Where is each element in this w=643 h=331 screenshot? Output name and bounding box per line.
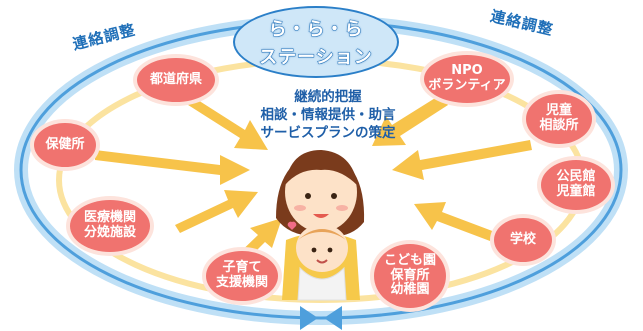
- org-community-hall: 公民館 児童館: [541, 160, 611, 210]
- mother-and-baby-illustration: [276, 150, 365, 301]
- ring-arrowhead-left: [300, 306, 318, 330]
- org-prefecture: 都道府県: [137, 58, 215, 102]
- station-title-line2: ステーション: [259, 47, 373, 69]
- ring-arrowhead-right: [324, 306, 342, 330]
- service-item: 継続的把握: [294, 89, 362, 105]
- service-item: 相談・情報提供・助言: [260, 107, 396, 123]
- org-npo-volunteer: NPO ボランティア: [424, 55, 510, 103]
- station-title-line1: ら・ら・ら: [268, 19, 364, 41]
- arrow-from-health-center: [95, 150, 250, 185]
- service-item: サービスプランの策定: [260, 125, 396, 141]
- arrow-from-medical: [175, 190, 258, 233]
- arrow-from-school: [414, 202, 495, 241]
- station-services: 継続的把握 相談・情報提供・助言 サービスプランの策定: [243, 88, 413, 142]
- org-medical-institution: 医療機関 分娩施設: [70, 200, 150, 252]
- org-child-guidance-center: 児童 相談所: [526, 94, 592, 144]
- arrow-from-npo: [372, 95, 448, 146]
- arrow-from-child-guidance: [392, 140, 532, 180]
- org-nursery-kindergarten: こども園 保育所 幼稚園: [374, 244, 446, 308]
- org-childcare-support: 子育て 支援機関: [206, 251, 278, 301]
- org-health-center: 保健所: [34, 123, 96, 167]
- station-title-bubble: ら・ら・ら ステーション: [233, 6, 399, 78]
- arrow-from-prefecture: [185, 95, 268, 150]
- org-school: 学校: [494, 218, 552, 262]
